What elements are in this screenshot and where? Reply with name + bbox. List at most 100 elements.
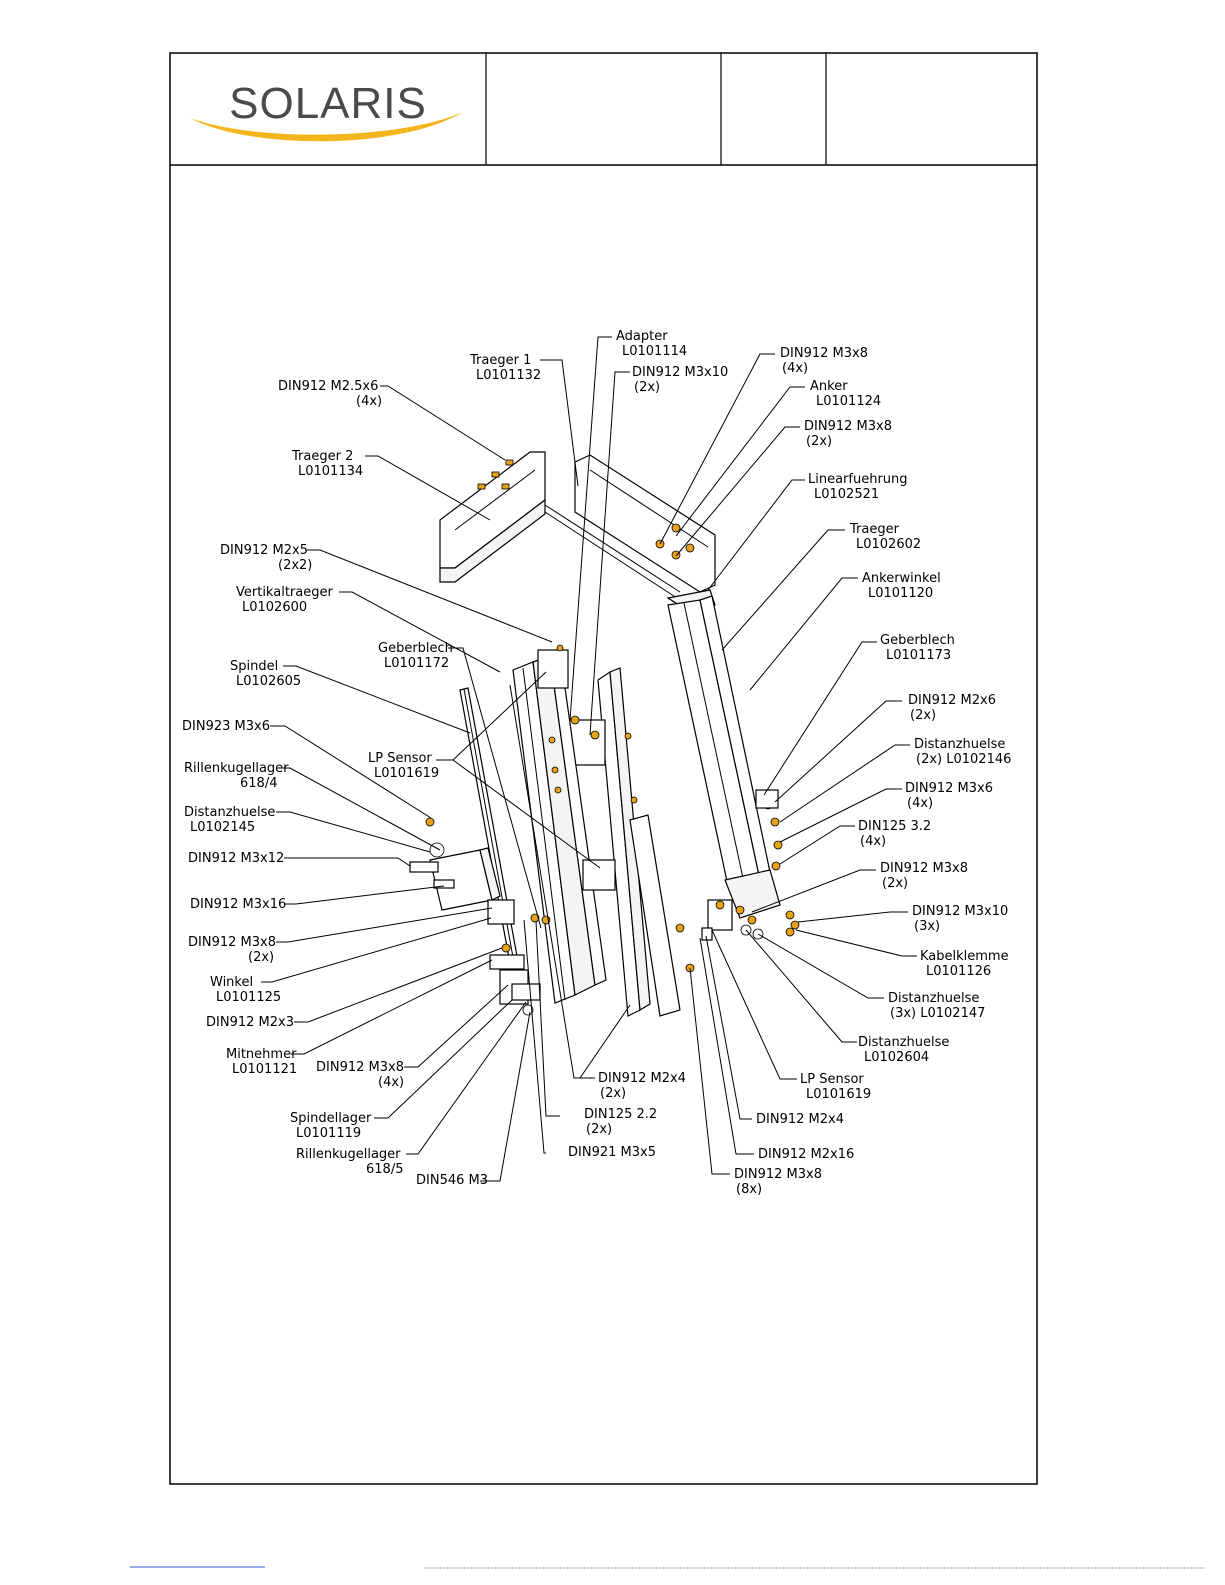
callout-traeger2-line-2: L0101134 [298,464,363,479]
callout-distanzhuelse-l-line-1: Distanzhuelse [184,805,275,820]
callout-din912-m2x4-2x-line-1: DIN912 M2x4 [598,1071,686,1086]
callout-din125-22-line-1: DIN125 2.2 [584,1107,657,1122]
callout-distanzhuelse-2x-line-2: (2x) L0102146 [916,752,1011,767]
callout-traeger1-line-1: Traeger 1 [469,353,531,368]
callout-lp-sensor-l-line-2: L0101619 [374,766,439,781]
callout-traeger-line-2: L0102602 [856,537,921,552]
callout-mitnehmer-line-1: Mitnehmer [226,1047,297,1062]
callout-din912-m2x3-line-1: DIN912 M2x3 [206,1015,294,1030]
callout-din912-m2x4-2x-line-2: (2x) [600,1086,626,1101]
callout-din912-m3x8-8x: DIN912 M3x8(8x) [734,1167,822,1197]
callout-din912-m3x8-2x-r: DIN912 M3x8(2x) [880,861,968,891]
callout-din912-m3x8-4x-top-line-2: (4x) [782,361,808,376]
leader-lines [261,336,917,1182]
callout-din912-m2x5-line-2: (2x2) [278,558,312,573]
callout-din546-m3: DIN546 M3 [416,1173,488,1188]
callout-din912-m3x8-8x-line-1: DIN912 M3x8 [734,1167,822,1182]
right-rails [667,595,800,941]
callout-rillenkugellager-6185-line-1: Rillenkugellager [296,1147,401,1162]
callout-spindel-line-2: L0102605 [236,674,301,689]
callout-din912-m3x8-4x-top-line-1: DIN912 M3x8 [780,346,868,361]
callout-din912-m3x10-3x-line-2: (3x) [914,919,940,934]
callout-din912-m2x16: DIN912 M2x16 [758,1147,854,1162]
callout-distanzhuelse-3x-line-2: (3x) L0102147 [890,1006,985,1021]
callout-rillenkugellager-6185-line-2: 618/5 [366,1162,403,1177]
callout-lp-sensor-l-line-1: LP Sensor [368,751,432,766]
callout-rillenkugellager-6184-line-2: 618/4 [240,776,277,791]
callout-winkel-line-2: L0101125 [216,990,281,1005]
callout-geberblech-l-line-2: L0101172 [384,656,449,671]
callout-din912-m3x8-2x-r-line-2: (2x) [882,876,908,891]
title-block [170,53,1037,166]
callout-din912-m2x6: DIN912 M2x6(2x) [908,693,996,723]
solaris-logo: SOLARIS [190,79,463,142]
callout-spindel-line-1: Spindel [230,659,278,674]
callout-din125-22-line-2: (2x) [586,1122,612,1137]
callout-din912-m3x12-line-1: DIN912 M3x12 [188,851,284,866]
traeger2-part [439,451,546,583]
callout-traeger2-line-1: Traeger 2 [291,449,353,464]
callout-din125-32-line-2: (4x) [860,834,886,849]
callout-din125-22: DIN125 2.2(2x) [584,1107,657,1137]
callout-din912-m3x16-line-1: DIN912 M3x16 [190,897,286,912]
callout-din912-m2x5-line-1: DIN912 M2x5 [220,543,308,558]
callout-din912-m2x6-line-1: DIN912 M2x6 [908,693,996,708]
callout-din912-m3x8-4x-low-line-2: (4x) [378,1075,404,1090]
callout-spindellager-line-2: L0101119 [296,1126,361,1141]
callout-din912-m3x8-2x-l-line-2: (2x) [248,950,274,965]
callout-distanzhuelse-r-line-2: L0102604 [864,1050,929,1065]
callout-anker-line-1: Anker [810,379,848,394]
callout-din912-m3x8-2x-r-line-1: DIN912 M3x8 [880,861,968,876]
callout-din912-m3x10-3x: DIN912 M3x10(3x) [912,904,1008,934]
callout-din912-m3x8-2x-top-line-2: (2x) [806,434,832,449]
callout-din912-m3x8-2x-l-line-1: DIN912 M3x8 [188,935,276,950]
vertikaltraeger-part [512,644,616,1004]
callout-din921-m3x5: DIN921 M3x5 [568,1145,656,1160]
callout-din912-m25x6-line-2: (4x) [356,394,382,409]
callout-kabelklemme-line-1: Kabelklemme [920,949,1009,964]
callout-din912-m3x8-2x-l: DIN912 M3x8(2x) [188,935,276,965]
callout-distanzhuelse-3x: Distanzhuelse(3x) L0102147 [888,991,985,1021]
callout-lp-sensor-r-line-1: LP Sensor [800,1072,864,1087]
logo-swoosh [190,112,463,142]
callout-distanzhuelse-r-line-1: Distanzhuelse [858,1035,949,1050]
callout-din912-m2x16-line-1: DIN912 M2x16 [758,1147,854,1162]
callout-distanzhuelse-2x-line-1: Distanzhuelse [914,737,1005,752]
callout-din912-m3x10-2x-line-1: DIN912 M3x10 [632,365,728,380]
callout-din912-m3x8-4x-low-line-1: DIN912 M3x8 [316,1060,404,1075]
callout-din912-m2x4: DIN912 M2x4 [756,1112,844,1127]
callout-din912-m3x8-2x-top: DIN912 M3x8(2x) [804,419,892,449]
callout-din912-m3x12: DIN912 M3x12 [188,851,284,866]
callout-din912-m2x4-2x: DIN912 M2x4(2x) [598,1071,686,1101]
sheet-frame [169,52,1038,1485]
callout-din912-m3x8-4x-top: DIN912 M3x8(4x) [780,346,868,376]
traeger1-part [544,454,716,613]
callout-din912-m2x6-line-2: (2x) [910,708,936,723]
callout-distanzhuelse-l-line-2: L0102145 [190,820,255,835]
callout-traeger-line-1: Traeger [849,522,900,537]
callout-din912-m3x8-2x-top-line-1: DIN912 M3x8 [804,419,892,434]
callout-geberblech-r-line-1: Geberblech [880,633,955,648]
callout-din912-m3x8-4x-low: DIN912 M3x8(4x) [316,1060,404,1090]
callout-geberblech-l-line-1: Geberblech [378,641,453,656]
callout-mitnehmer-line-2: L0101121 [232,1062,297,1077]
callout-distanzhuelse-3x-line-1: Distanzhuelse [888,991,979,1006]
callout-spindellager-line-1: Spindellager [290,1111,372,1126]
callout-din912-m2x5: DIN912 M2x5(2x2) [220,543,312,573]
